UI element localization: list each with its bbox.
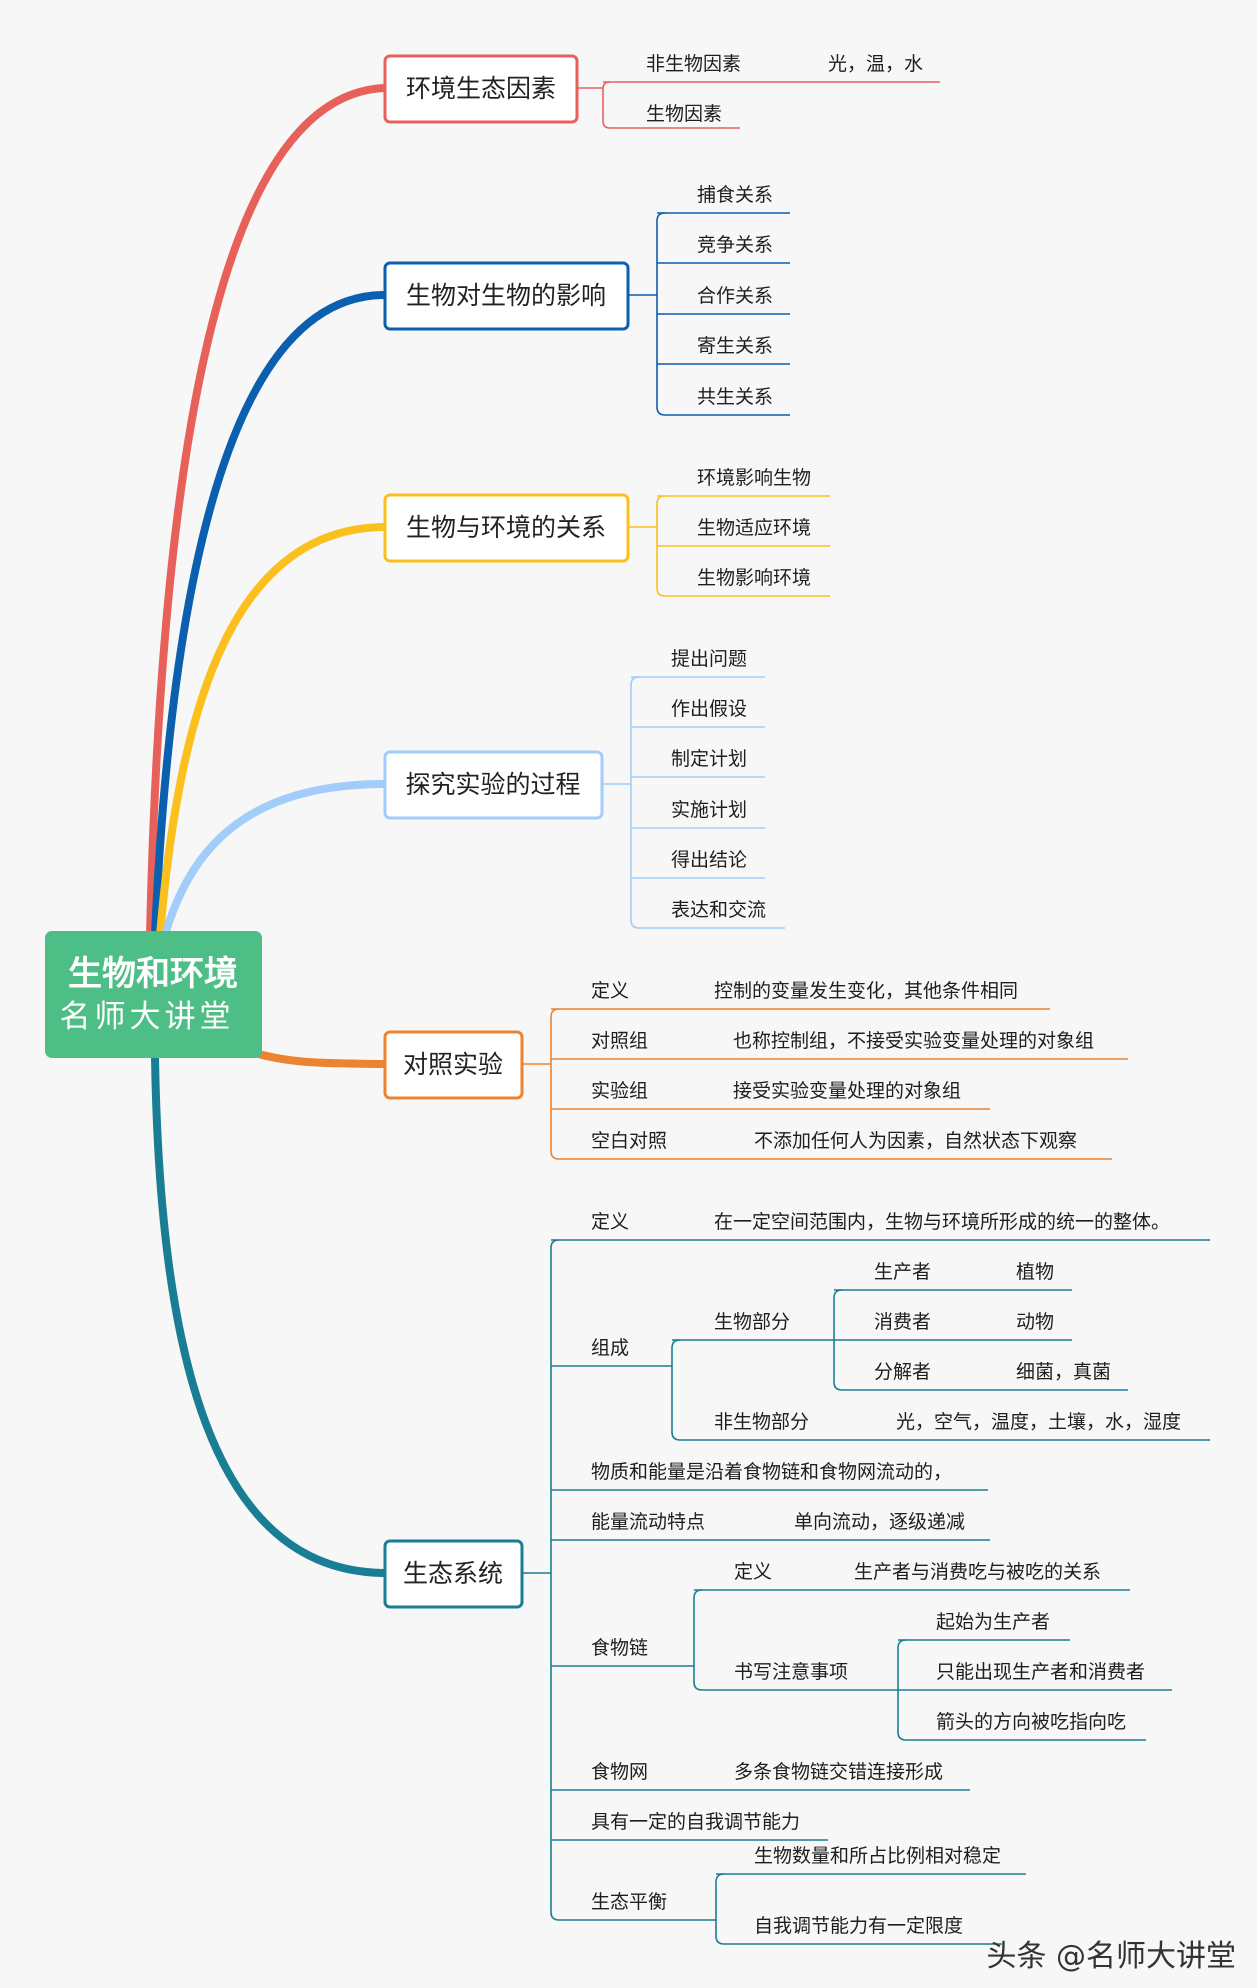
node-light-temp-water: 光，温，水 <box>828 53 923 75</box>
node-note-only-producer-consumer: 只能出现生产者和消费者 <box>936 1661 1145 1683</box>
node-food-web: 食物网 <box>591 1761 648 1783</box>
node-blank-control: 空白对照 <box>591 1130 667 1152</box>
node-abiotic-factors: 非生物因素 <box>646 53 741 75</box>
node-energy-flow-feature-value: 单向流动，逐级递减 <box>794 1511 965 1533</box>
node-note-start-producer: 起始为生产者 <box>936 1611 1050 1633</box>
node-control-group-value: 也称控制组，不接受实验变量处理的对象组 <box>733 1030 1094 1052</box>
node-experimental-group-value: 接受实验变量处理的对象组 <box>733 1080 961 1102</box>
node-bio-adapts-env: 生物适应环境 <box>697 517 811 539</box>
node-make-plan: 制定计划 <box>671 748 747 770</box>
branch-label: 对照实验 <box>403 1050 503 1079</box>
node-abiotic-part: 非生物部分 <box>714 1411 809 1433</box>
node-decomposer-value: 细菌，真菌 <box>1016 1361 1111 1383</box>
node-definition-value: 控制的变量发生变化，其他条件相同 <box>714 980 1018 1002</box>
connector-bio-influence <box>151 291 389 939</box>
branch-label: 生态系统 <box>403 1559 503 1588</box>
branch-environment-factors <box>577 81 940 129</box>
branch-box-bio-influence[interactable]: 生物对生物的影响 <box>383 261 630 331</box>
node-energy-flow-feature: 能量流动特点 <box>591 1511 705 1533</box>
node-conclusion: 得出结论 <box>671 849 747 871</box>
node-bio-affects-env: 生物影响环境 <box>697 567 811 589</box>
node-eco-definition-value: 在一定空间范围内，生物与环境所形成的统一的整体。 <box>714 1211 1170 1233</box>
node-writing-notes: 书写注意事项 <box>734 1661 848 1683</box>
connector-control-experiment <box>241 1046 389 1068</box>
node-decomposer: 分解者 <box>874 1361 931 1383</box>
node-producer-value: 植物 <box>1016 1261 1054 1283</box>
node-experimental-group: 实验组 <box>591 1080 648 1102</box>
branch-box-experiment-process[interactable]: 探究实验的过程 <box>383 750 604 820</box>
root-subtitle: 名师大讲堂 <box>60 999 235 1035</box>
branch-control-experiment <box>522 1008 1128 1160</box>
node-consumer-value: 动物 <box>1016 1311 1054 1333</box>
branch-experiment-process <box>602 676 785 929</box>
node-predation: 捕食关系 <box>697 184 773 206</box>
node-consumer: 消费者 <box>874 1311 931 1333</box>
node-hypothesis: 作出假设 <box>671 698 747 720</box>
node-env-affects-bio: 环境影响生物 <box>697 467 811 489</box>
branch-label: 环境生态因素 <box>406 74 556 103</box>
node-food-web-value: 多条食物链交错连接形成 <box>734 1761 943 1783</box>
branch-label: 探究实验的过程 <box>405 770 580 799</box>
branch-label: 生物与环境的关系 <box>406 513 606 542</box>
node-composition: 组成 <box>591 1337 629 1359</box>
node-balance-stable: 生物数量和所占比例相对稳定 <box>754 1845 1001 1867</box>
node-biotic-part: 生物部分 <box>714 1311 790 1333</box>
node-food-chain-definition: 定义 <box>734 1561 772 1583</box>
node-food-chain-definition-value: 生产者与消费吃与被吃的关系 <box>854 1561 1101 1583</box>
node-note-arrow-direction: 箭头的方向被吃指向吃 <box>936 1711 1126 1733</box>
node-definition: 定义 <box>591 980 629 1002</box>
branch-bio-environment <box>628 495 830 597</box>
node-competition: 竞争关系 <box>697 234 773 256</box>
watermark: 头条 @名师大讲堂 <box>986 1939 1236 1974</box>
root-title: 生物和环境 <box>68 954 238 994</box>
node-mutualism: 共生关系 <box>697 386 773 408</box>
connector-ecosystem <box>151 1054 389 1577</box>
branch-bio-influence <box>628 212 790 416</box>
node-execute-plan: 实施计划 <box>671 799 747 821</box>
branch-label: 生物对生物的影响 <box>406 281 606 310</box>
node-food-chain: 食物链 <box>591 1637 648 1659</box>
node-eco-balance: 生态平衡 <box>591 1891 667 1913</box>
node-control-group: 对照组 <box>591 1030 648 1052</box>
connector-environment-factors <box>146 84 389 939</box>
node-producer: 生产者 <box>874 1261 931 1283</box>
branch-box-ecosystem[interactable]: 生态系统 <box>383 1539 524 1609</box>
node-cooperation: 合作关系 <box>697 285 773 307</box>
root-node[interactable]: 生物和环境 名师大讲堂 <box>45 931 262 1058</box>
node-communicate: 表达和交流 <box>671 899 766 921</box>
connector-experiment-process <box>161 780 389 939</box>
branch-ecosystem <box>522 1239 1210 1945</box>
node-ask-question: 提出问题 <box>671 648 747 670</box>
node-abiotic-part-value: 光，空气，温度，土壤，水，湿度 <box>896 1411 1181 1433</box>
branch-box-control-experiment[interactable]: 对照实验 <box>383 1030 524 1100</box>
node-biotic-factors: 生物因素 <box>646 103 722 125</box>
node-matter-energy-flow: 物质和能量是沿着食物链和食物网流动的， <box>591 1461 952 1483</box>
node-parasitism: 寄生关系 <box>697 335 773 357</box>
branch-box-environment-factors[interactable]: 环境生态因素 <box>383 54 579 124</box>
node-blank-control-value: 不添加任何人为因素，自然状态下观察 <box>754 1130 1077 1152</box>
node-self-regulation: 具有一定的自我调节能力 <box>591 1811 800 1833</box>
branch-box-bio-environment[interactable]: 生物与环境的关系 <box>383 493 630 563</box>
node-balance-limit: 自我调节能力有一定限度 <box>754 1915 963 1937</box>
main-connectors <box>146 84 389 1577</box>
connector-bio-environment <box>156 523 389 939</box>
node-eco-definition: 定义 <box>591 1211 629 1233</box>
